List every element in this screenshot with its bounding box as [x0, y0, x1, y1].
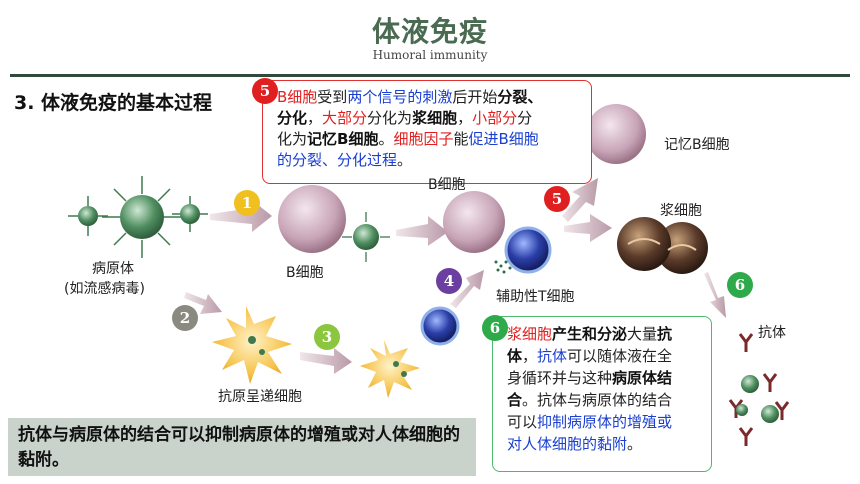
step-5-badge-callout: 5 — [252, 78, 278, 104]
plasma-cells — [617, 217, 708, 274]
step-6-badge-callout: 6 — [482, 315, 508, 341]
label-pathogen-note: (如流感病毒) — [64, 281, 145, 297]
label-helper-t: 辅助性T细胞 — [496, 289, 575, 305]
label-b-cell-left: B细胞 — [286, 265, 324, 281]
callout-step6: 浆细胞产生和分泌大量抗 体，抗体可以随体液在全 身循环并与这种病原体结 合。抗体… — [492, 316, 712, 472]
label-pathogen: 病原体 — [92, 261, 134, 277]
arrow-step3 — [300, 348, 352, 374]
antigen-presenting-cell — [212, 306, 292, 384]
step-3-badge: 3 — [314, 324, 340, 350]
step-6-badge: 6 — [727, 272, 753, 298]
b-cell-left — [278, 185, 346, 253]
step-1-badge: 1 — [234, 190, 260, 216]
arrow-to-memory — [562, 178, 598, 222]
arrow-b-activation — [396, 216, 448, 246]
arrow-step4 — [450, 270, 484, 308]
b-cell-activated — [443, 191, 505, 253]
step-4-badge: 4 — [436, 268, 462, 294]
summary-note: 抗体与病原体的结合可以抑制病原体的增殖或对人体细胞的黏附。 — [8, 418, 476, 476]
callout-step5: B细胞受到两个信号的刺激后开始分裂、 分化，大部分分化为浆细胞，小部分分 化为记… — [262, 80, 592, 184]
page-title: 体液免疫 — [371, 15, 488, 48]
section-heading: 3. 体液免疫的基本过程 — [14, 92, 213, 114]
header-divider — [10, 74, 850, 77]
label-b-cell-mid: B细胞 — [428, 177, 466, 193]
arrow-step6 — [704, 272, 726, 318]
memory-b-cell — [586, 104, 646, 164]
arrow-step2 — [184, 292, 222, 314]
label-memory-b: 记忆B细胞 — [664, 137, 730, 153]
label-plasma: 浆细胞 — [660, 203, 702, 219]
helper-t-cell — [504, 226, 552, 274]
step-2-badge: 2 — [172, 305, 198, 331]
label-apc: 抗原呈递细胞 — [218, 389, 302, 405]
antibody-cluster — [728, 333, 790, 446]
label-antibody: 抗体 — [758, 325, 786, 341]
page-subtitle: Humoral immunity — [372, 48, 488, 62]
pathogen-group — [68, 176, 208, 258]
step-5-badge: 5 — [544, 186, 570, 212]
